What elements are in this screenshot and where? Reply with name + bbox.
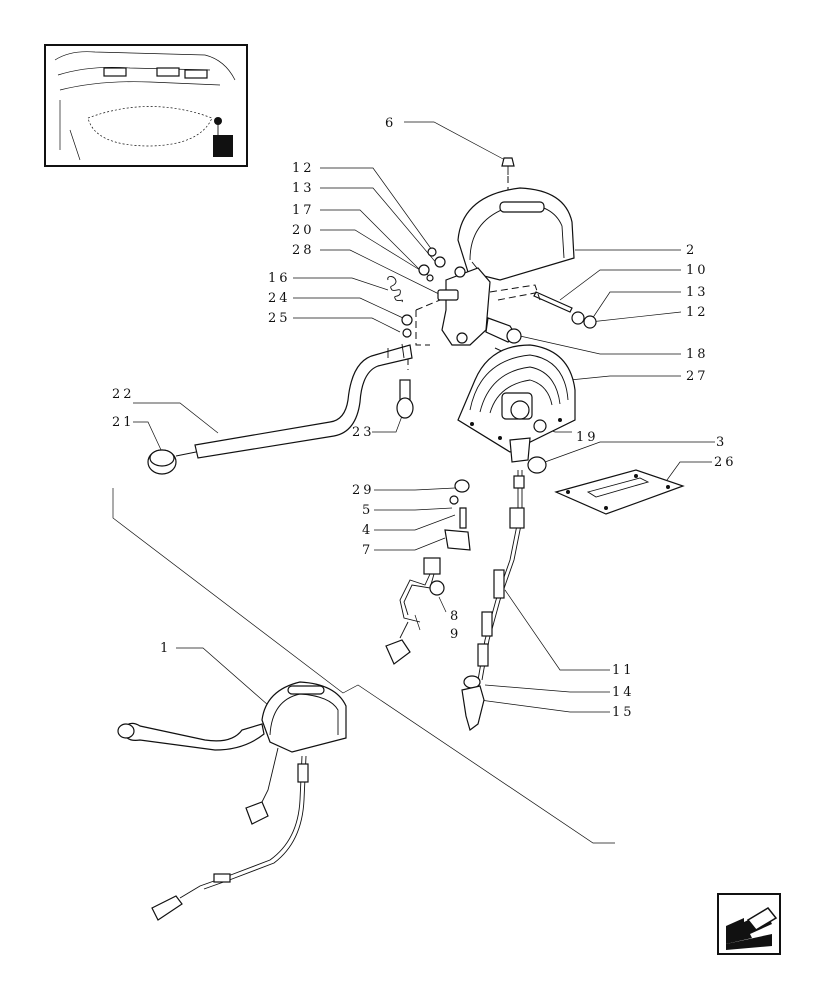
callout-3: 3 [716,435,727,450]
callout-22: 22 [112,387,135,402]
callout-labels: 6 12 13 17 20 28 16 24 25 22 21 23 2 10 … [112,116,737,720]
callout-18: 18 [686,347,709,362]
callout-11: 11 [612,663,635,678]
callout-10: 10 [686,263,709,278]
callout-28: 28 [292,243,315,258]
callout-14: 14 [612,685,635,700]
callout-12-upper: 12 [292,161,315,176]
callout-8: 8 [450,609,461,624]
callout-24: 24 [268,291,291,306]
location-inset [44,44,248,167]
callout-23: 23 [352,425,375,440]
callout-2: 2 [686,243,697,258]
callout-27: 27 [686,369,709,384]
callout-5: 5 [362,503,373,518]
callout-13-lower: 13 [686,285,709,300]
callout-1: 1 [160,641,171,656]
callout-25: 25 [268,311,291,326]
callout-26: 26 [714,455,737,470]
back-arrow-button[interactable] [717,893,781,955]
callout-4: 4 [362,523,373,538]
callout-17: 17 [292,203,315,218]
callout-6: 6 [385,116,396,131]
leader-lines [112,121,715,844]
callout-21: 21 [112,415,135,430]
parts [117,157,685,921]
back-arrow-icon [726,907,778,950]
callout-19: 19 [576,430,599,445]
callout-9: 9 [450,627,461,642]
callout-13-upper: 13 [292,181,315,196]
callout-20: 20 [292,223,315,238]
callout-7: 7 [362,543,373,558]
callout-29: 29 [352,483,375,498]
callout-15: 15 [612,705,635,720]
callout-12-lower: 12 [686,305,709,320]
callout-16: 16 [268,271,291,286]
